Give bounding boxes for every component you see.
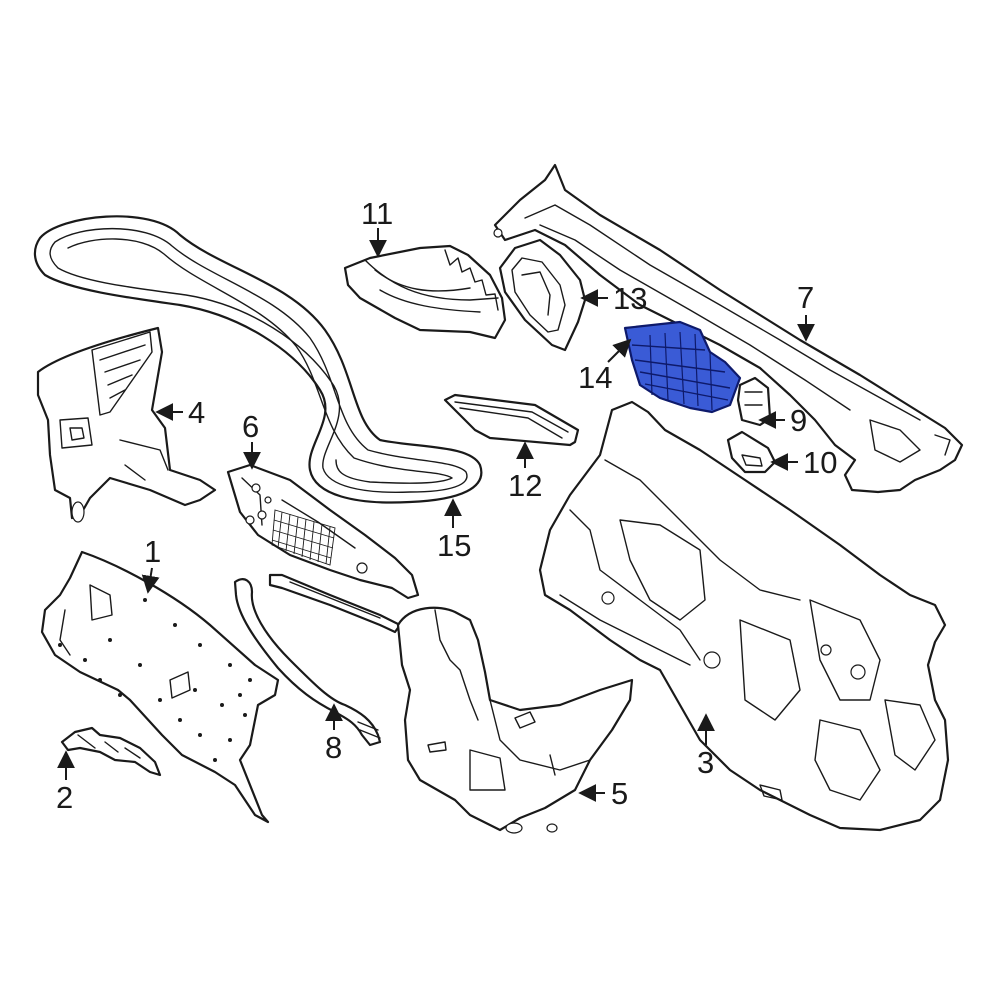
leader-lines [57, 228, 815, 802]
callout-2: 2 [56, 780, 73, 815]
part-strip[interactable] [268, 573, 402, 634]
part-6-grille-panel[interactable] [226, 463, 420, 600]
callout-12: 12 [508, 468, 542, 503]
callout-7: 7 [797, 280, 814, 315]
part-12-filter[interactable] [443, 393, 580, 447]
leader-1 [141, 567, 160, 594]
callout-13: 13 [613, 281, 647, 316]
leader-14 [607, 338, 632, 363]
callout-11: 11 [361, 196, 393, 231]
grille-mesh [271, 509, 336, 566]
callout-8: 8 [325, 730, 342, 765]
part-8-hose[interactable] [233, 578, 382, 747]
part-5-housing[interactable] [396, 606, 634, 834]
callout-1: 1 [144, 534, 161, 569]
callout-3: 3 [697, 745, 714, 780]
part-10-clip[interactable] [726, 430, 777, 474]
callout-5: 5 [611, 776, 628, 811]
callout-14: 14 [578, 360, 612, 395]
callout-4: 4 [188, 395, 205, 430]
part-3-firewall[interactable] [538, 400, 950, 832]
part-9-clip[interactable] [736, 376, 772, 427]
part-1-panel[interactable] [40, 550, 280, 824]
callout-9: 9 [790, 403, 807, 438]
part-2-bracket[interactable] [60, 726, 162, 777]
part-14-grille-highlighted[interactable] [623, 320, 742, 414]
part-7-cowl[interactable] [493, 163, 964, 494]
callout-10: 10 [803, 445, 837, 480]
callout-6: 6 [242, 409, 259, 444]
callout-15: 15 [437, 528, 471, 563]
callouts: 1 2 3 4 5 6 7 8 9 10 11 12 13 14 15 [56, 196, 837, 815]
part-11-duct[interactable] [343, 244, 507, 340]
part-15-seal[interactable] [33, 215, 483, 504]
part-13-frame[interactable] [498, 238, 587, 352]
